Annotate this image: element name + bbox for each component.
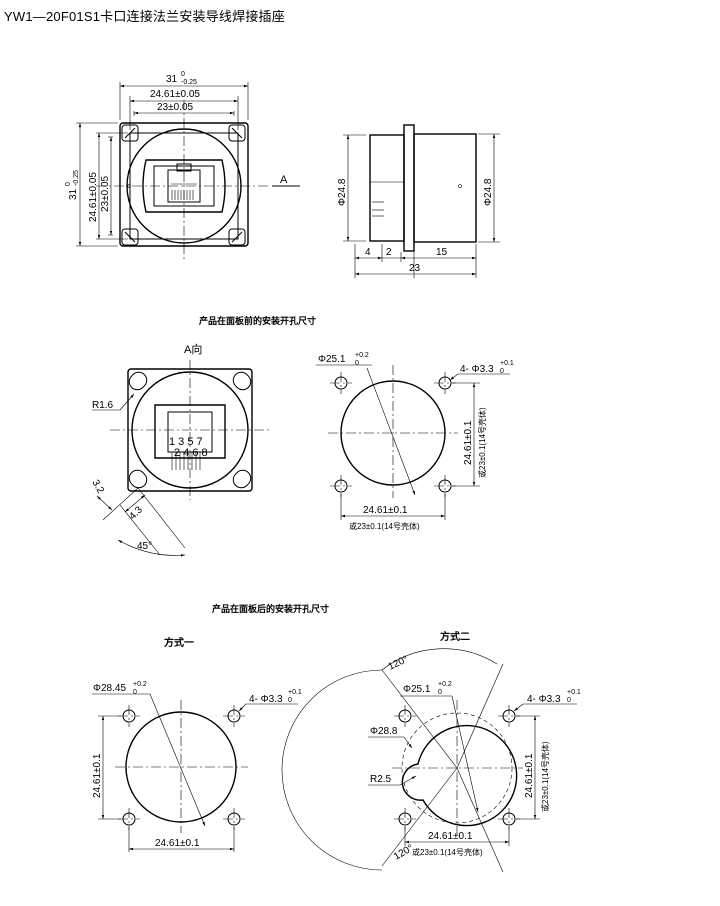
section-label: A	[280, 174, 288, 186]
front-body	[413, 133, 477, 243]
rear-body	[369, 134, 405, 242]
slot-dim-b: 4.3	[127, 504, 145, 522]
m2-spacing-v: 24.61±0.1	[524, 753, 535, 798]
front-holes-tol-upper: +0.1	[500, 360, 514, 367]
corner-slots	[121, 124, 246, 246]
m2-angle-arc-top	[381, 648, 498, 671]
method-one: 方式一 Φ28.45 +0.2 0 4- Φ3.3 +0.1 0 24.61±0…	[92, 636, 302, 852]
side-dim-4: 23	[409, 263, 421, 274]
m2-diameter: Φ25.1	[403, 684, 431, 695]
page-title: YW1—20F01S1卡口连接法兰安装导线焊接插座	[4, 9, 285, 24]
m2-outer-diameter: Φ28.8	[370, 726, 398, 737]
flange-plate	[403, 124, 415, 252]
top-dims: 31 0 -0.25 24.61±0.05 23±0.05	[119, 71, 249, 130]
dim-outer-width: 31	[166, 74, 178, 85]
m2-holes-tol-lower: 0	[567, 697, 571, 704]
section-arrow-a: A	[272, 174, 300, 187]
rj45-housing	[142, 159, 226, 213]
dim-outer-tol-upper: 0	[181, 71, 185, 78]
m2-angle-top: 120°	[387, 654, 410, 673]
m1-diameter-tol-lower: 0	[133, 689, 137, 696]
front-holes: 4- Φ3.3	[460, 364, 494, 375]
m1-diameter-tol-upper: +0.2	[133, 681, 147, 688]
side-dim-1: 4	[365, 247, 371, 258]
dim-mid-height: 24.61±0.05	[88, 172, 99, 222]
side-right-diameter: Φ24.8	[483, 178, 494, 206]
m2-keyed-cutout	[401, 724, 518, 827]
slot-dim-a: 3.2	[89, 478, 106, 496]
m2-alt-spacing-v: 或23±0.1(14号壳体)	[540, 741, 550, 812]
left-dims: 31 0 -0.25 24.61±0.05 23±0.05	[65, 122, 128, 247]
side-dim-3: 15	[436, 247, 448, 258]
front-spacing-v: 24.61±0.1	[463, 420, 474, 465]
m1-spacing-h: 24.61±0.1	[155, 838, 200, 849]
front-cutout: Φ25.1 +0.2 0 4- Φ3.3 +0.1 0 24.61±0.1 或2…	[316, 352, 514, 531]
method-one-title: 方式一	[164, 636, 194, 649]
m2-radius: R2.5	[370, 774, 392, 785]
m2-holes: 4- Φ3.3	[527, 694, 561, 705]
a-view: A向 1 3 5 7 2 4 6 8 R1.6 3.2 4	[89, 342, 270, 557]
dim-inner-width: 23±0.05	[157, 102, 194, 113]
a-view-label: A向	[184, 342, 202, 356]
dim-outer-height-tol-lower: -0.25	[73, 170, 80, 186]
m2-angle-arc-left	[281, 669, 383, 871]
a-view-radius: R1.6	[92, 400, 114, 411]
front-alt-spacing-v: 或23±0.1(14号壳体)	[477, 407, 487, 478]
m1-holes: 4- Φ3.3	[249, 694, 283, 705]
front-alt-spacing-h: 或23±0.1(14号壳体)	[349, 521, 420, 531]
front-holes-tol-lower: 0	[500, 368, 504, 375]
front-diameter-tol-lower: 0	[355, 360, 359, 367]
m1-diameter: Φ28.45	[93, 683, 126, 694]
m2-alt-spacing-h: 或23±0.1(14号壳体)	[412, 847, 483, 857]
dim-outer-height-tol-upper: 0	[65, 182, 72, 186]
m1-spacing-v: 24.61±0.1	[92, 753, 103, 798]
a-view-port	[154, 404, 226, 459]
section-front-title: 产品在面板前的安装开孔尺寸	[199, 315, 316, 326]
m2-diameter-tol-lower: 0	[438, 689, 442, 696]
side-view: Φ24.8 Φ24.8 4 2 15 23	[337, 124, 500, 278]
front-diameter: Φ25.1	[318, 354, 346, 365]
method-two: 方式二 120° 120° Φ25.1 +0.2 0 4- Φ3.3 +0.1 …	[281, 630, 581, 873]
dim-mid-width: 24.61±0.05	[150, 89, 200, 100]
front-spacing-h: 24.61±0.1	[363, 505, 408, 516]
dim-outer-height: 31	[68, 188, 79, 200]
slot-angle: 45°	[137, 541, 152, 552]
a-view-slots	[128, 371, 252, 489]
dim-outer-tol-lower: -0.25	[181, 79, 197, 86]
m1-holes-tol-lower: 0	[288, 697, 292, 704]
side-dim-2: 2	[386, 247, 392, 258]
top-view: 31 0 -0.25 24.61±0.05 23±0.05 31 0 -0.25	[65, 71, 270, 262]
dim-inner-height: 23±0.05	[100, 175, 111, 212]
side-left-diameter: Φ24.8	[337, 178, 348, 206]
m1-holes-tol-upper: +0.1	[288, 689, 302, 696]
m2-spacing-h: 24.61±0.1	[428, 831, 473, 842]
pins-top: 1 3 5 7	[169, 436, 203, 448]
front-diameter-tol-upper: +0.2	[355, 352, 369, 359]
m2-diameter-tol-upper: +0.2	[438, 681, 452, 688]
section-rear-title: 产品在面板后的安装开孔尺寸	[212, 603, 329, 614]
method-two-title: 方式二	[440, 630, 470, 643]
m2-holes-tol-upper: +0.1	[567, 689, 581, 696]
pins-bottom: 2 4 6 8	[174, 447, 208, 459]
